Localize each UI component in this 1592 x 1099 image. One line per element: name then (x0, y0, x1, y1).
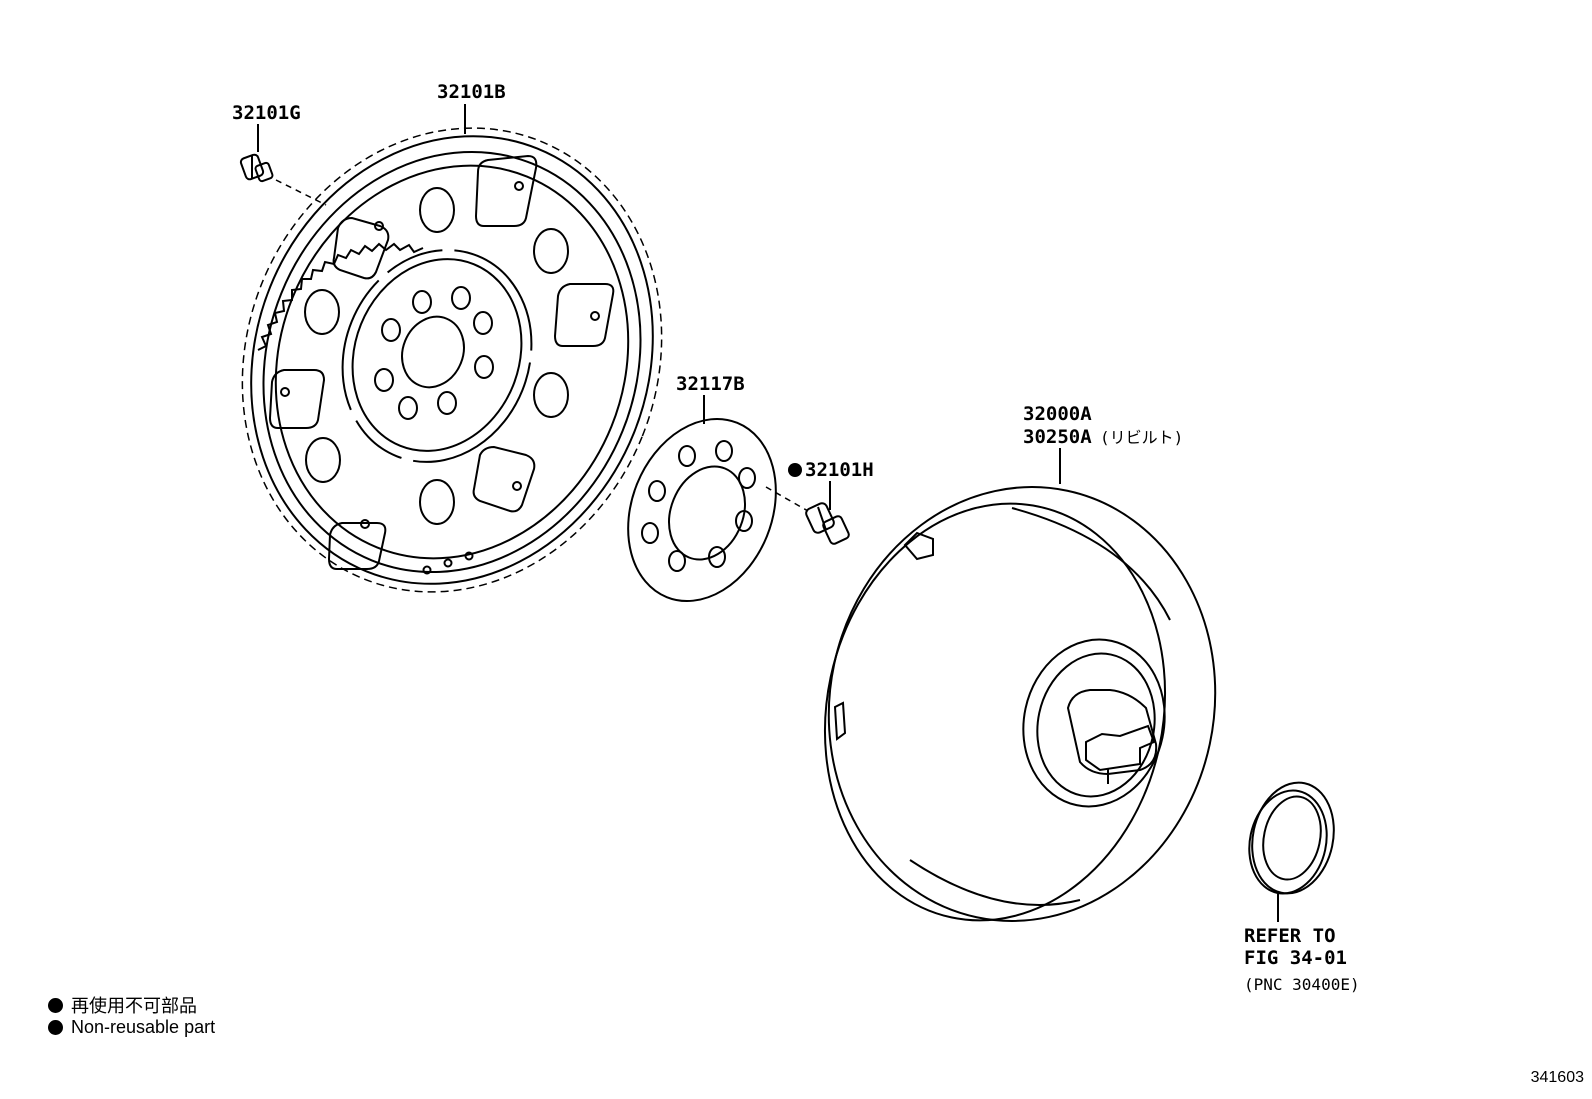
converter-hub-shaft (1066, 689, 1158, 776)
converter-body-front (823, 502, 1167, 922)
drive-plate-flywheel (241, 127, 663, 593)
flywheel-dashed-rim (241, 127, 663, 593)
legend-dot-icon (48, 997, 63, 1013)
crank-bolt-holes (374, 286, 494, 420)
callout-rebuilt-note: (リビルト) (1100, 428, 1183, 447)
torque-converter-32000a (823, 486, 1217, 922)
flywheel-hub-ring (341, 249, 533, 463)
flywheel-face (274, 164, 630, 560)
callout-30250a: 30250A (1023, 426, 1092, 448)
timing-holes (422, 551, 474, 575)
callout-32101h: 32101H (805, 459, 874, 481)
callout-32101b: 32101B (437, 81, 506, 103)
legend-en-text: Non-reusable part (71, 1017, 216, 1037)
flywheel-outer-rim (250, 135, 654, 585)
ring-gear-teeth (257, 242, 424, 351)
callout-32117b: 32117B (676, 373, 745, 395)
legend-jp-text: 再使用不可部品 (71, 996, 197, 1017)
legend-en: Non-reusable part (48, 1017, 215, 1038)
dashed-axis-32101g (275, 179, 327, 206)
refer-line-1: REFER TO (1244, 925, 1336, 947)
non-reusable-dot-32101h (788, 463, 802, 477)
converter-body-back (827, 486, 1217, 922)
legend-jp: 再使用不可部品 (48, 992, 197, 1018)
dashed-axis-32101h (765, 486, 809, 512)
refer-pnc: (PNC 30400E) (1244, 975, 1360, 994)
converter-hub-ring-outer (1022, 638, 1166, 808)
flywheel-center-bore (401, 315, 465, 389)
figure-number: 341603 (1530, 1069, 1584, 1086)
bolt-32101h (805, 502, 850, 545)
refer-line-2: FIG 34-01 (1244, 947, 1347, 969)
legend-dot-icon (48, 1020, 63, 1035)
lightening-holes (304, 187, 569, 525)
callout-32000a: 32000A (1023, 403, 1092, 425)
flywheel-hub-outer (351, 258, 523, 452)
converter-lug-left (833, 701, 847, 741)
flywheel-rim-inner (262, 150, 642, 574)
spacer-center-bore (668, 465, 746, 561)
mounting-pads (268, 154, 615, 570)
oil-seal (1248, 781, 1335, 895)
converter-shell-edge (1011, 507, 1171, 621)
converter-lug-top (903, 531, 934, 561)
spacer-plate-32117b (627, 417, 777, 603)
bolt-32101g (239, 153, 274, 183)
callout-32101g: 32101G (232, 102, 301, 124)
